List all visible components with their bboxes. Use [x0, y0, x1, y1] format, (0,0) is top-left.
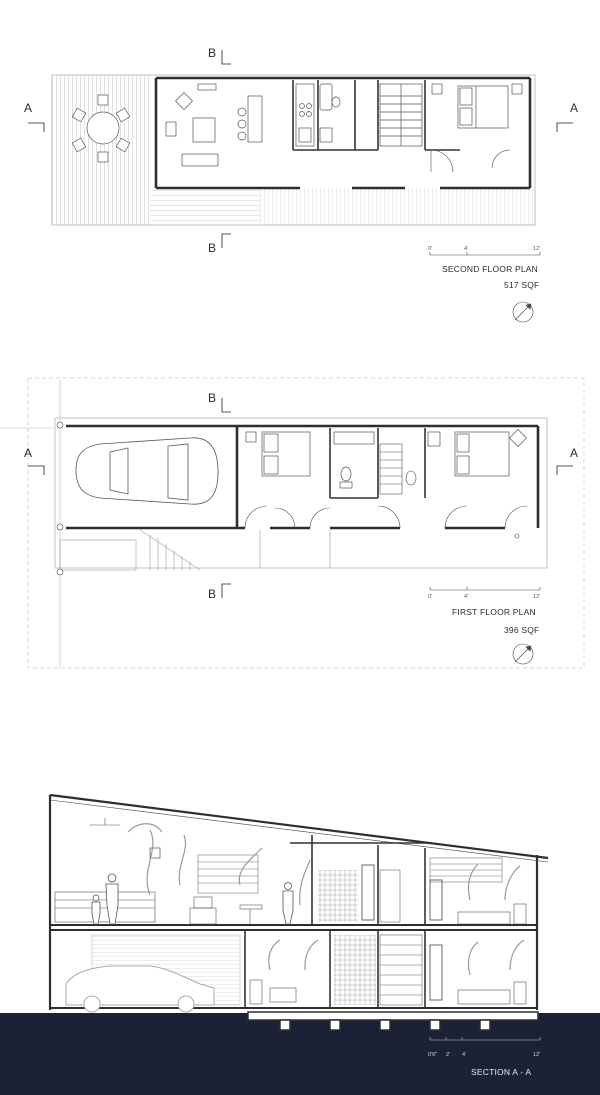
toilet-icon: [333, 431, 375, 489]
scale-bar: [429, 587, 541, 591]
north-arrow-icon: [512, 301, 534, 323]
second-floor-walls: [154, 76, 532, 190]
section-mark-b-bottom: B: [208, 587, 216, 601]
first-floor-plan: A A B B 0' 4' 12' FIRST FLOOR PLAN 396 S…: [0, 377, 585, 669]
section-mark-b-bottom: B: [208, 241, 216, 255]
section-mark-b-top: B: [208, 391, 216, 405]
section-mark-a-left: A: [24, 446, 32, 460]
scale-tick: 0': [428, 594, 432, 600]
plan-area: 517 SQF: [504, 280, 539, 290]
plan-title: SECOND FLOOR PLAN: [442, 264, 538, 274]
section-mark-a-right: A: [570, 446, 578, 460]
scale-bar: [429, 252, 541, 256]
section-mark-b-top: B: [208, 46, 216, 60]
scale-tick: 4': [462, 1052, 466, 1058]
north-arrow-icon: [512, 643, 534, 665]
first-floor-walls: [66, 424, 540, 530]
stair-icon: [379, 443, 417, 495]
plan-title: FIRST FLOOR PLAN: [452, 607, 536, 617]
section-mark-a-right: A: [570, 101, 578, 115]
car-icon: [75, 437, 219, 505]
person-icon: [91, 873, 294, 925]
scale-bar: [429, 1037, 541, 1041]
section-a-a: 0'6" 2' 4' 12' SECTION A - A: [0, 793, 600, 1095]
plan-area: 396 SQF: [504, 625, 539, 635]
car-icon: [65, 965, 215, 1013]
second-floor-plan: A A B B 0' 4' 12' SECOND FLOOR PLAN 517 …: [24, 46, 578, 323]
dining-table: [71, 94, 131, 163]
scale-tick: 12': [533, 594, 540, 600]
roof: [48, 793, 549, 1010]
scale-tick: 0': [428, 246, 432, 252]
scale-tick: 12': [533, 1052, 540, 1058]
section-title: SECTION A - A: [471, 1067, 531, 1077]
ground: [0, 1013, 600, 1095]
scale-tick: 2': [446, 1052, 450, 1058]
scale-tick: 4': [464, 594, 468, 600]
stair-icon: [379, 869, 423, 1006]
scale-tick: 0'6": [428, 1052, 437, 1058]
scale-tick: 4': [464, 246, 468, 252]
scale-tick: 12': [533, 246, 540, 252]
bed-icon: [431, 83, 523, 129]
section-mark-a-left: A: [24, 101, 32, 115]
